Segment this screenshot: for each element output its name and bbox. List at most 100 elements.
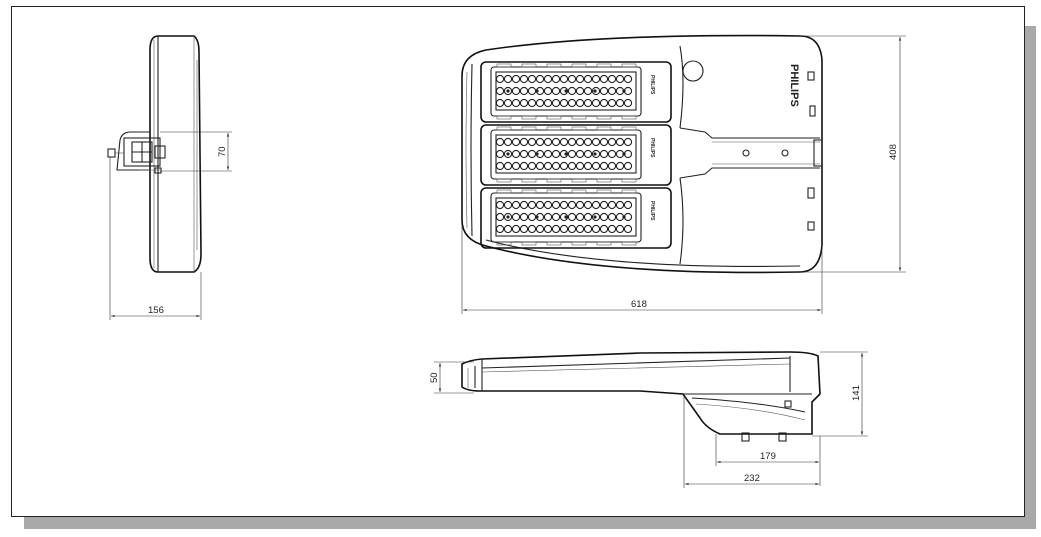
led-lens	[599, 74, 609, 84]
led-lens	[559, 212, 569, 222]
led-lens	[519, 149, 529, 159]
led-lens	[599, 212, 609, 222]
led-lens	[567, 161, 577, 171]
module-screw	[622, 152, 626, 156]
heatsink-fin	[571, 115, 587, 120]
dim-side-width: 156	[148, 305, 164, 316]
led-lens	[495, 137, 505, 147]
heatsink-fin	[596, 126, 612, 131]
led-lens	[503, 161, 513, 171]
led-lens	[591, 149, 601, 159]
heatsink-fin	[521, 189, 537, 194]
heatsink-fin	[496, 241, 512, 246]
led-lens	[567, 86, 577, 96]
led-lens	[535, 137, 545, 147]
led-lens	[607, 149, 617, 159]
led-lens	[567, 212, 577, 222]
led-lens	[519, 86, 529, 96]
spigot-bolt	[107, 148, 116, 158]
led-lens	[543, 137, 553, 147]
led-lens	[527, 74, 537, 84]
led-lens	[511, 98, 521, 108]
led-lens	[527, 212, 537, 222]
led-lens	[591, 224, 601, 234]
heatsink-fin	[521, 126, 537, 131]
dim-top-width: 618	[631, 299, 647, 310]
led-lens	[599, 224, 609, 234]
led-lens	[607, 98, 617, 108]
led-lens	[495, 212, 505, 222]
led-lens	[511, 74, 521, 84]
led-lens	[575, 98, 585, 108]
module-screw	[622, 215, 626, 219]
spigot-clamp	[123, 137, 161, 167]
profile-outline	[461, 351, 821, 435]
led-lens	[575, 161, 585, 171]
led-lens	[567, 200, 577, 210]
sensor-dome	[682, 60, 704, 82]
led-lens	[503, 86, 513, 96]
led-lens	[503, 98, 513, 108]
heatsink-fin	[621, 241, 637, 246]
dim-mount-height: 70	[217, 146, 228, 157]
led-lens	[567, 149, 577, 159]
module-screw	[593, 89, 597, 93]
led-lens	[575, 86, 585, 96]
heatsink-fin	[571, 241, 587, 246]
led-lens	[607, 86, 617, 96]
led-lens	[623, 74, 633, 84]
led-lens	[615, 161, 625, 171]
led-lens	[567, 137, 577, 147]
heatsink-fin	[596, 178, 612, 183]
led-lens	[575, 137, 585, 147]
led-lens	[519, 161, 529, 171]
led-lens	[495, 161, 505, 171]
luminaire-outline	[461, 34, 823, 274]
led-lens	[511, 224, 521, 234]
heatsink-fin	[596, 189, 612, 194]
led-lens	[551, 161, 561, 171]
brand-logo-large: PHILIPS	[788, 64, 800, 107]
led-lens	[559, 200, 569, 210]
led-lens	[567, 98, 577, 108]
led-lens	[503, 224, 513, 234]
led-lens	[607, 212, 617, 222]
dim-profile-thickness: 50	[429, 372, 440, 383]
led-lens	[495, 200, 505, 210]
led-lens	[519, 200, 529, 210]
led-lens	[559, 137, 569, 147]
led-lens	[527, 200, 537, 210]
led-lens	[575, 212, 585, 222]
led-lens	[503, 200, 513, 210]
led-lens	[527, 98, 537, 108]
led-lens	[511, 161, 521, 171]
led-lens	[591, 74, 601, 84]
heatsink-fin	[546, 63, 562, 68]
led-lens	[527, 224, 537, 234]
led-lens	[527, 149, 537, 159]
led-lens	[527, 86, 537, 96]
led-lens	[543, 161, 553, 171]
led-lens	[583, 98, 593, 108]
led-lens	[599, 98, 609, 108]
led-lens	[535, 98, 545, 108]
led-lens	[543, 200, 553, 210]
heatsink-fin	[521, 178, 537, 183]
led-lens	[535, 161, 545, 171]
dim-profile-height: 141	[851, 385, 862, 401]
led-lens	[543, 212, 553, 222]
heatsink-fin	[521, 241, 537, 246]
module-screw	[506, 89, 510, 93]
led-lens	[519, 74, 529, 84]
led-lens	[495, 86, 505, 96]
led-lens	[495, 74, 505, 84]
led-lens	[599, 86, 609, 96]
led-lens	[551, 98, 561, 108]
module-screw	[564, 89, 568, 93]
dim-bracket-overall: 232	[744, 473, 760, 484]
led-lens	[559, 161, 569, 171]
led-lens	[615, 98, 625, 108]
led-lens	[623, 200, 633, 210]
led-lens	[623, 224, 633, 234]
heatsink-fin	[521, 63, 537, 68]
